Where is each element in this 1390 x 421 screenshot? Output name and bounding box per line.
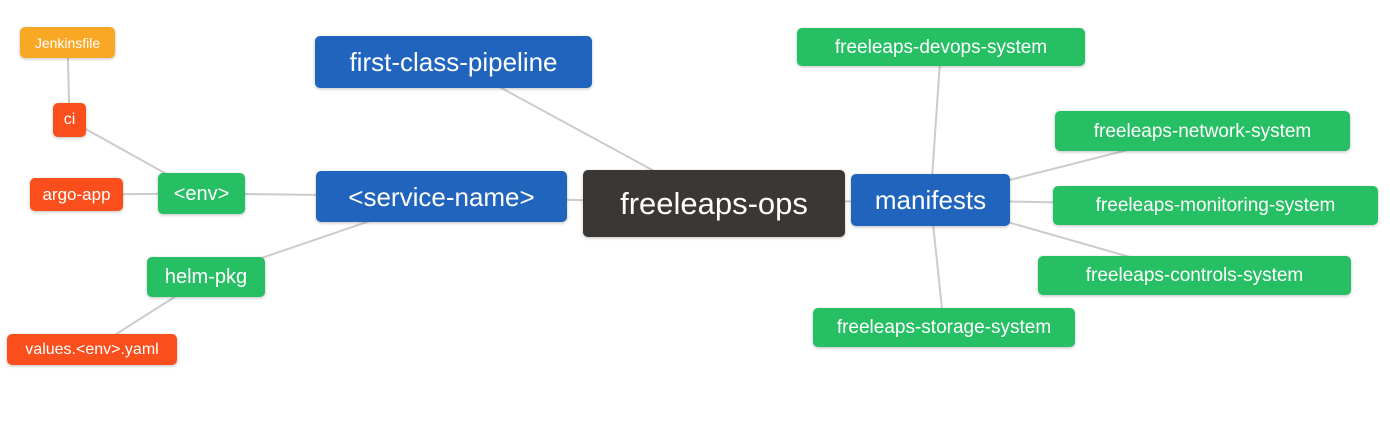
node-freeleaps-ops[interactable]: freeleaps-ops — [583, 170, 845, 237]
node-storage-system[interactable]: freeleaps-storage-system — [813, 308, 1075, 347]
node-values-env-yaml[interactable]: values.<env>.yaml — [7, 334, 177, 365]
node-env[interactable]: <env> — [158, 173, 245, 214]
node-manifests[interactable]: manifests — [851, 174, 1010, 226]
node-network-system[interactable]: freeleaps-network-system — [1055, 111, 1350, 151]
node-jenkinsfile[interactable]: Jenkinsfile — [20, 27, 115, 58]
node-helm-pkg[interactable]: helm-pkg — [147, 257, 265, 297]
node-first-class-pipeline[interactable]: first-class-pipeline — [315, 36, 592, 88]
node-monitoring-system[interactable]: freeleaps-monitoring-system — [1053, 186, 1378, 225]
node-argo-app[interactable]: argo-app — [30, 178, 123, 211]
node-controls-system[interactable]: freeleaps-controls-system — [1038, 256, 1351, 295]
node-devops-system[interactable]: freeleaps-devops-system — [797, 28, 1085, 66]
node-service-name[interactable]: <service-name> — [316, 171, 567, 222]
node-ci[interactable]: ci — [53, 103, 86, 137]
